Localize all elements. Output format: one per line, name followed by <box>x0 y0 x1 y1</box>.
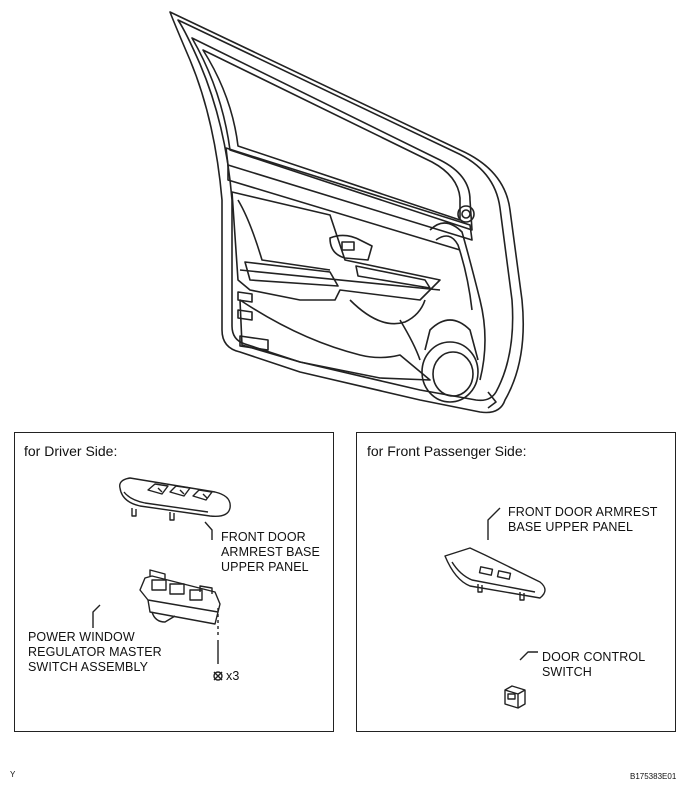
passenger-side-panel <box>356 432 676 732</box>
screw-count-label: x3 <box>226 669 240 683</box>
driver-side-panel <box>14 432 334 732</box>
master-switch-label: POWER WINDOW REGULATOR MASTER SWITCH ASS… <box>28 630 162 674</box>
passenger-armrest-label: FRONT DOOR ARMREST BASE UPPER PANEL <box>508 505 658 534</box>
footer-left-code: Y <box>10 770 16 779</box>
driver-armrest-label: FRONT DOOR ARMREST BASE UPPER PANEL <box>221 530 320 574</box>
driver-armrest-panel-shape <box>119 477 231 518</box>
door-control-switch-label: DOOR CONTROL SWITCH <box>542 650 646 679</box>
figure-id: B175383E01 <box>630 772 677 781</box>
driver-side-title: for Driver Side: <box>24 443 118 459</box>
passenger-armrest-panel-shape <box>444 547 546 599</box>
passenger-side-title: for Front Passenger Side: <box>367 443 527 459</box>
